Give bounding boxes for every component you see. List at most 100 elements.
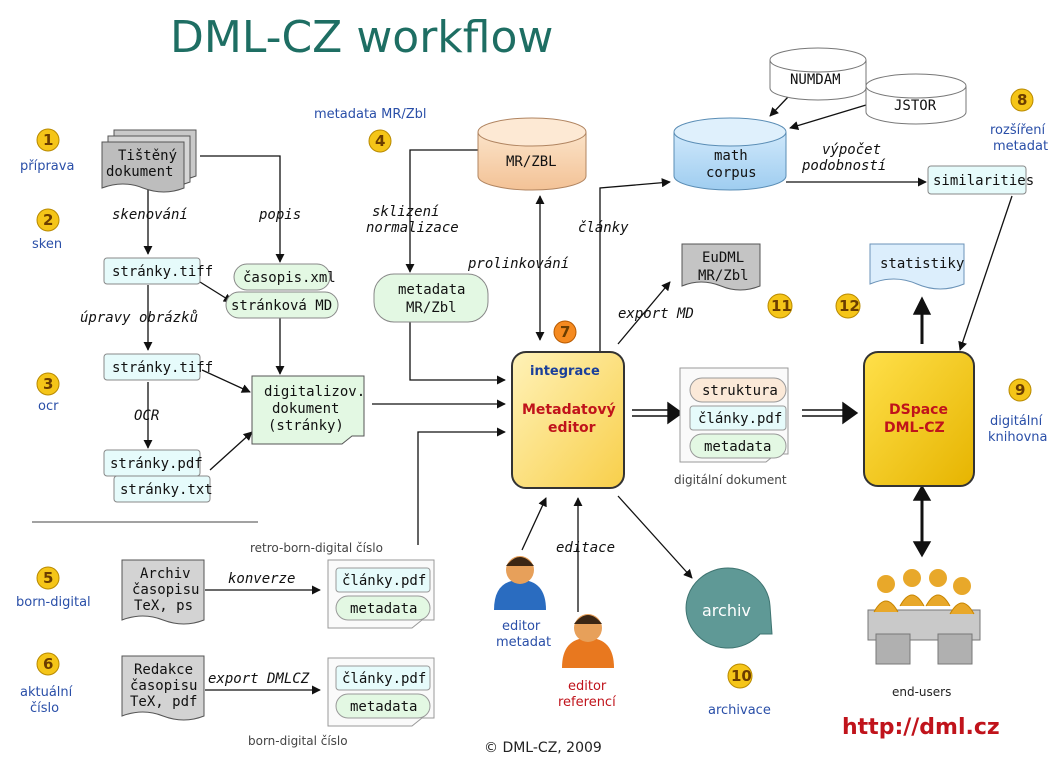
step-4: 4 [368, 129, 392, 153]
step-label-priprava: příprava [20, 159, 74, 174]
svg-text:MR/Zbl: MR/Zbl [406, 300, 457, 316]
svg-text:2: 2 [43, 211, 53, 229]
end-users-label: end-users [892, 685, 951, 699]
svg-text:Redakce: Redakce [134, 662, 193, 678]
svg-text:8: 8 [1017, 91, 1027, 109]
step-label-aktualni: aktuální [20, 685, 73, 700]
editor-metadat-label-1: editor [502, 619, 541, 634]
node-dspace: DSpace DML-CZ [863, 351, 975, 487]
node-digitalizovany-dokument: digitalizov. dokument (stránky) [251, 375, 365, 445]
svg-text:články.pdf: články.pdf [342, 671, 426, 687]
edge-label-upravy: úpravy obrázků [80, 310, 198, 326]
svg-text:časopisu: časopisu [130, 678, 197, 694]
step-label-cislo: číslo [30, 701, 59, 716]
svg-text:MR/Zbl: MR/Zbl [698, 268, 749, 284]
end-users-icon [867, 569, 981, 665]
svg-text:články.pdf: články.pdf [698, 411, 782, 427]
node-mrzbl-db: MR/ZBL [477, 117, 587, 191]
svg-text:5: 5 [43, 569, 53, 587]
node-math-corpus: math corpus [673, 117, 787, 191]
svg-text:Metadatový: Metadatový [522, 402, 616, 418]
node-retro-group: články.pdf metadata [327, 559, 435, 629]
svg-text:DSpace: DSpace [889, 402, 948, 418]
edge-label-podobnosti: podobností [801, 158, 886, 174]
svg-text:11: 11 [771, 297, 792, 315]
edge-label-popis: popis [258, 207, 301, 223]
node-tiff1: stránky.tiff [103, 257, 213, 285]
node-metadatovy-editor: integrace Metadatový editor [511, 351, 625, 489]
step-8: 8 [1010, 88, 1034, 112]
svg-text:metadata: metadata [350, 601, 417, 617]
step-label-rozsireni: rozšíření [990, 123, 1046, 138]
node-numdam: NUMDAM [769, 47, 867, 101]
svg-text:archiv: archiv [702, 601, 751, 620]
edge-label-export-md: export MD [618, 306, 694, 322]
step-label-ocr: ocr [38, 399, 59, 414]
svg-text:(stránky): (stránky) [268, 418, 344, 434]
svg-text:statistiky: statistiky [880, 256, 964, 272]
node-casopis-xml: časopis.xml [233, 263, 336, 291]
svg-text:math: math [714, 148, 748, 164]
page-title: DML-CZ workflow [170, 12, 553, 63]
born-caption: born-digital číslo [248, 734, 348, 748]
node-archiv-tex: Archiv časopisu TeX, ps [121, 559, 205, 625]
svg-text:Archiv: Archiv [140, 566, 191, 582]
editor-referenci-label-2: referencí [558, 695, 616, 710]
retro-caption: retro-born-digital číslo [250, 541, 383, 555]
node-redakce: Redakce časopisu TeX, pdf [121, 655, 205, 721]
svg-text:časopisu: časopisu [132, 582, 199, 598]
step-label-born-digital: born-digital [16, 595, 91, 610]
double-arrows [632, 296, 932, 558]
node-tisteny-dokument: Tištěný dokument [101, 129, 197, 193]
editor-metadat-label-2: metadat [496, 635, 551, 650]
svg-text:7: 7 [560, 323, 570, 341]
step-1: 1 [36, 128, 60, 152]
svg-text:TeX, pdf: TeX, pdf [130, 694, 197, 710]
svg-text:stránky.txt: stránky.txt [120, 482, 213, 498]
svg-text:stránky.tiff: stránky.tiff [112, 360, 213, 376]
node-strankova-md: stránková MD [225, 291, 339, 319]
node-metadata-mrzbl: metadata MR/Zbl [373, 273, 489, 323]
edge-label-vypocet: výpočet [822, 142, 881, 158]
editor-referenci-label-1: editor [568, 679, 607, 694]
node-jstor: JSTOR [865, 73, 967, 125]
step-label-sken: sken [32, 237, 62, 252]
svg-text:12: 12 [839, 297, 860, 315]
svg-text:1: 1 [43, 131, 53, 149]
svg-text:metadata: metadata [704, 439, 771, 455]
dml-url-link[interactable]: http://dml.cz [842, 715, 1000, 740]
step-11: 11 [767, 293, 793, 319]
edge-label-konverze: konverze [228, 571, 295, 587]
svg-text:4: 4 [375, 132, 385, 150]
svg-text:stránky.pdf: stránky.pdf [110, 456, 203, 472]
svg-text:články.pdf: články.pdf [342, 573, 426, 589]
svg-text:10: 10 [731, 667, 752, 685]
svg-text:DML-CZ: DML-CZ [884, 420, 945, 436]
step-label-digitalni: digitální [990, 414, 1043, 429]
copyright: © DML-CZ, 2009 [484, 740, 602, 756]
svg-text:digitalizov.: digitalizov. [264, 384, 365, 400]
svg-text:metadata: metadata [398, 282, 465, 298]
svg-text:NUMDAM: NUMDAM [790, 72, 841, 88]
step-label-metadat: metadat [993, 139, 1048, 154]
svg-text:MR/ZBL: MR/ZBL [506, 154, 557, 170]
step-9: 9 [1008, 378, 1032, 402]
edge-label-sklizeni: sklizení [372, 204, 439, 220]
step-10: 10 [727, 663, 753, 689]
edges [32, 77, 1013, 695]
svg-text:časopis.xml: časopis.xml [243, 270, 336, 286]
svg-text:metadata: metadata [350, 699, 417, 715]
svg-text:dokument: dokument [272, 401, 339, 417]
node-digitalni-dokument: struktura články.pdf metadata digitální … [674, 367, 789, 487]
node-tiff2: stránky.tiff [103, 353, 213, 381]
step-12: 12 [835, 293, 861, 319]
node-born-group: články.pdf metadata [327, 657, 435, 727]
node-statistiky: statistiky [869, 243, 965, 290]
step-5: 5 [36, 566, 60, 590]
svg-text:editor: editor [548, 420, 596, 436]
step-label-metadata: metadata MR/Zbl [314, 107, 427, 122]
svg-text:6: 6 [43, 655, 53, 673]
editor-metadat-icon [494, 556, 546, 610]
edge-label-export-dmlcz: export DMLCZ [208, 671, 310, 687]
svg-text:stránky.tiff: stránky.tiff [112, 264, 213, 280]
